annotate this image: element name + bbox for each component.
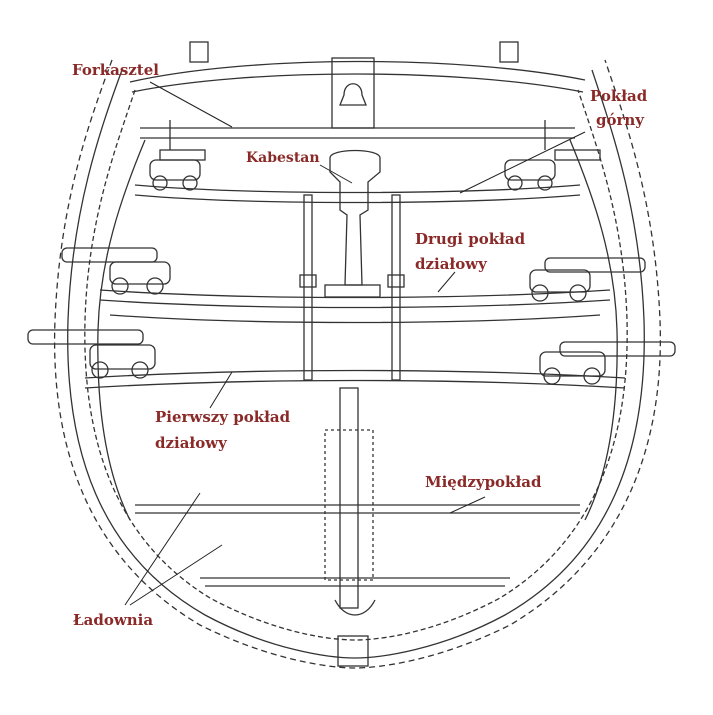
hold-floor: [200, 577, 510, 587]
leader-lines: [124, 81, 586, 606]
label-forkasztel: Forkasztel: [72, 61, 159, 79]
pump-well: [324, 429, 374, 581]
cannon-first-right: [539, 341, 676, 385]
forecastle-roof: [129, 60, 586, 93]
rail-post-left: [189, 41, 209, 63]
forecastle-beam: [140, 127, 575, 139]
label-poklad-gorny-line1: Pokład: [590, 87, 648, 105]
cannon-upper-right: [504, 149, 601, 191]
hull-outer-dashed: [53, 59, 662, 669]
label-drugi-line2: działowy: [415, 255, 487, 273]
cannon-second-right: [529, 257, 646, 302]
leader-miedzypoklad: [449, 496, 486, 514]
label-drugi-line1: Drugi pokład: [415, 230, 526, 248]
capstan: [329, 149, 381, 286]
bell-frame: [331, 57, 375, 129]
upper-deck: [134, 184, 581, 204]
leader-drugi: [437, 271, 456, 293]
keel: [337, 635, 369, 667]
rail-post-right: [499, 41, 519, 63]
cannon-upper-left: [149, 149, 206, 191]
label-miedzypoklad: Międzypokład: [425, 473, 542, 491]
hull-inner: [84, 89, 628, 641]
bell-icon: [339, 83, 367, 106]
stanchions: [299, 194, 405, 381]
stanchion-collar-right: [387, 274, 405, 288]
leader-kabestan: [319, 164, 353, 184]
leader-pierwszy: [209, 371, 233, 409]
leader-ladownia-2: [129, 544, 223, 606]
label-pierwszy-line1: Pierwszy pokład: [155, 408, 291, 426]
label-ladownia: Ładownia: [73, 611, 154, 629]
leader-poklad-gorny: [459, 131, 586, 194]
hull-outer: [67, 69, 645, 659]
leader-ladownia-1: [124, 492, 201, 606]
label-kabestan: Kabestan: [246, 150, 320, 166]
second-gun-deck-beam: [109, 314, 601, 324]
cannons: [27, 149, 676, 385]
cannon-second-left: [61, 247, 171, 295]
capstan-base: [324, 284, 381, 298]
label-pierwszy-line2: działowy: [155, 434, 227, 452]
forecastle-supports: [169, 120, 546, 150]
mast-step: [339, 387, 359, 609]
label-poklad-gorny-line2: górny: [596, 111, 645, 129]
keelson: [334, 599, 376, 616]
leader-forkasztel: [149, 81, 233, 128]
cannon-first-left: [27, 329, 156, 379]
stanchion-collar-left: [299, 274, 317, 288]
second-gun-deck: [99, 289, 611, 309]
